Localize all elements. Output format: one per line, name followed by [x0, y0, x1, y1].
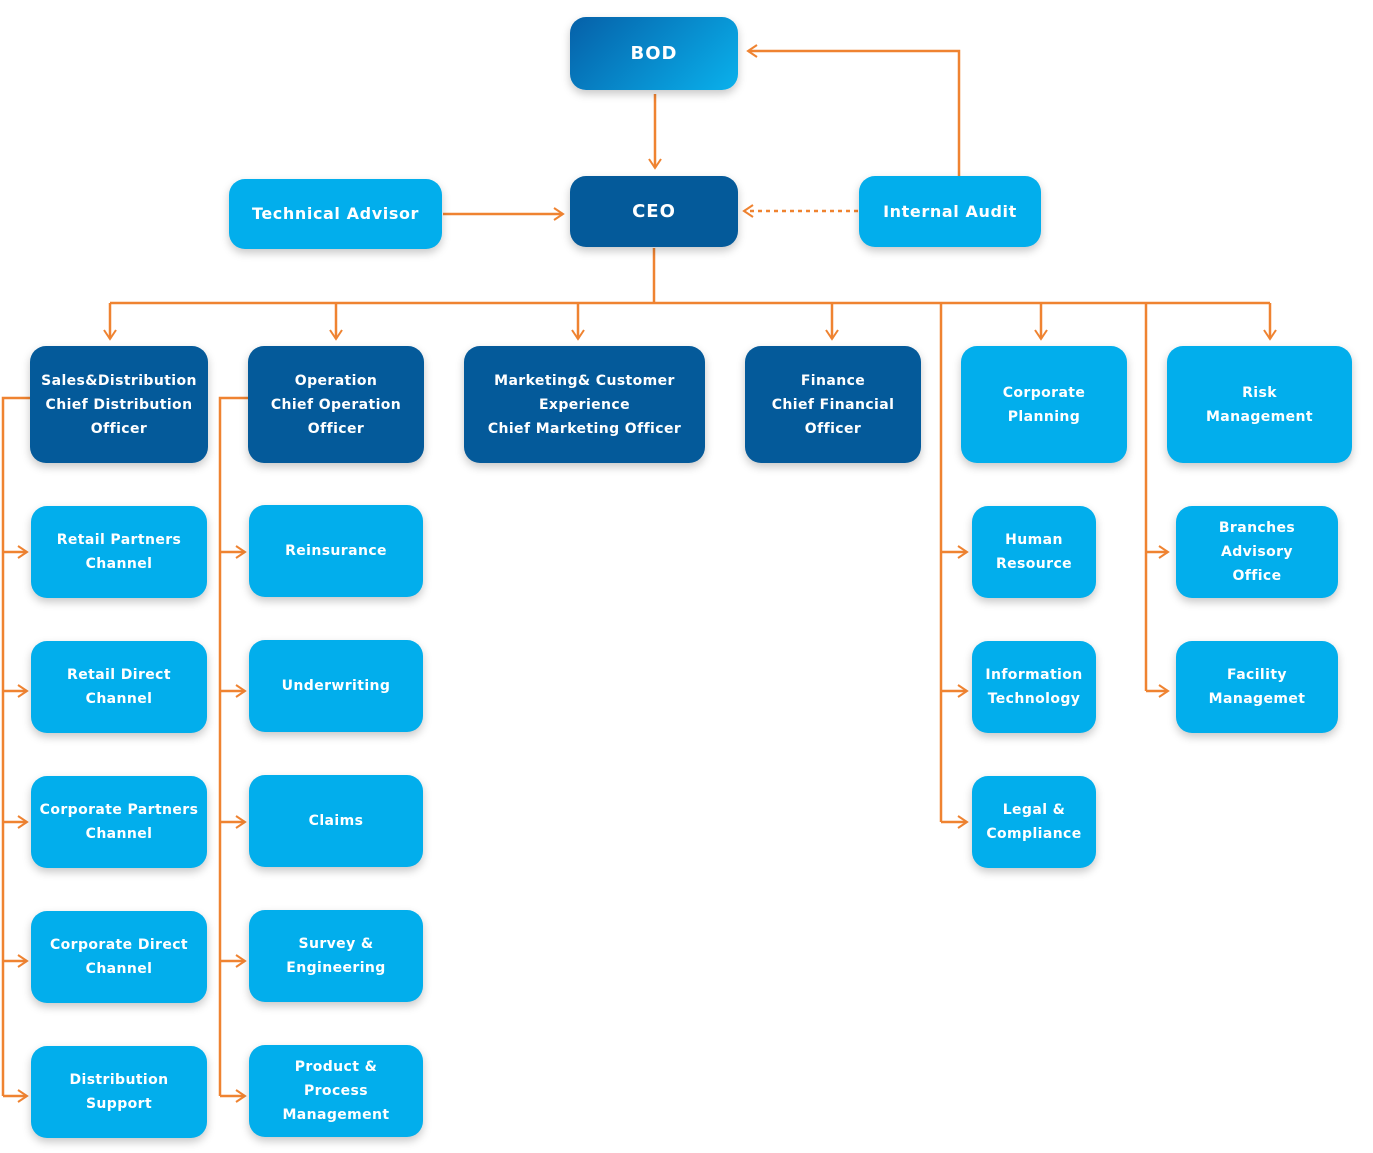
risk-unit-box: Branches Advisory Office — [1176, 506, 1338, 598]
sales-unit-box: Corporate Partners Channel — [31, 776, 207, 868]
operation-unit-label: Reinsurance — [285, 543, 387, 559]
support-unit-label: Information Technology — [985, 667, 1083, 707]
operation-unit-label: Survey & Engineering — [286, 936, 386, 976]
sales-unit-label: Distribution Support — [69, 1072, 169, 1112]
operation-unit-box: Survey & Engineering — [249, 910, 423, 1002]
sales-unit-box: Retail Partners Channel — [31, 506, 207, 598]
division-sales-box: Sales&Distribution Chief Distribution Of… — [30, 346, 208, 463]
division-finance-box: Finance Chief Financial Officer — [745, 346, 921, 463]
division-marketing-box: Marketing& Customer Experience Chief Mar… — [464, 346, 705, 463]
internal-audit-label: Internal Audit — [883, 201, 1017, 221]
sales-unit-box: Distribution Support — [31, 1046, 207, 1138]
division-marketing-label: Marketing& Customer Experience Chief Mar… — [487, 372, 682, 437]
internal-audit-box: Internal Audit — [859, 176, 1041, 247]
operation-unit-label: Claims — [308, 813, 364, 829]
division-operation-label: Operation Chief Operation Officer — [270, 372, 402, 437]
technical-advisor-box: Technical Advisor — [229, 179, 442, 249]
operation-unit-box: Reinsurance — [249, 505, 423, 597]
division-risk-management-box: Risk Management — [1167, 346, 1352, 463]
support-unit-label: Human Resource — [995, 532, 1073, 572]
operation-unit-box: Claims — [249, 775, 423, 867]
risk-unit-label: Facility Managemet — [1208, 667, 1306, 707]
division-risk-management-label: Risk Management — [1205, 384, 1314, 425]
operation-unit-label: Product & Process Management — [282, 1059, 390, 1123]
operation-unit-box: Product & Process Management — [249, 1045, 423, 1137]
sales-unit-box: Retail Direct Channel — [31, 641, 207, 733]
sales-unit-label: Retail Partners Channel — [56, 532, 182, 572]
sales-branch-line — [1, 396, 30, 1096]
division-finance-label: Finance Chief Financial Officer — [771, 372, 895, 437]
division-corporate-planning-label: Corporate Planning — [1002, 384, 1086, 425]
support-unit-box: Human Resource — [972, 506, 1096, 598]
bod-box: BOD — [570, 17, 738, 90]
division-sales-label: Sales&Distribution Chief Distribution Of… — [41, 372, 197, 437]
audit-to-bod-arrow — [746, 44, 961, 176]
support-unit-box: Information Technology — [972, 641, 1096, 733]
sales-unit-label: Corporate Partners Channel — [39, 802, 199, 842]
sales-unit-box: Corporate Direct Channel — [31, 911, 207, 1003]
technical-advisor-label: Technical Advisor — [251, 204, 420, 223]
support-unit-label: Legal & Compliance — [986, 802, 1082, 842]
division-corporate-planning-box: Corporate Planning — [961, 346, 1127, 463]
ceo-label: CEO — [632, 201, 676, 222]
ceo-box: CEO — [570, 176, 738, 247]
support-unit-box: Legal & Compliance — [972, 776, 1096, 868]
risk-unit-box: Facility Managemet — [1176, 641, 1338, 733]
division-operation-box: Operation Chief Operation Officer — [248, 346, 424, 463]
operation-branch-line — [218, 396, 248, 1096]
sales-unit-label: Corporate Direct Channel — [49, 937, 189, 977]
risk-unit-label: Branches Advisory Office — [1218, 520, 1296, 584]
bod-label: BOD — [630, 43, 678, 64]
operation-unit-box: Underwriting — [249, 640, 423, 732]
sales-unit-label: Retail Direct Channel — [67, 667, 171, 707]
operation-unit-label: Underwriting — [281, 678, 391, 694]
